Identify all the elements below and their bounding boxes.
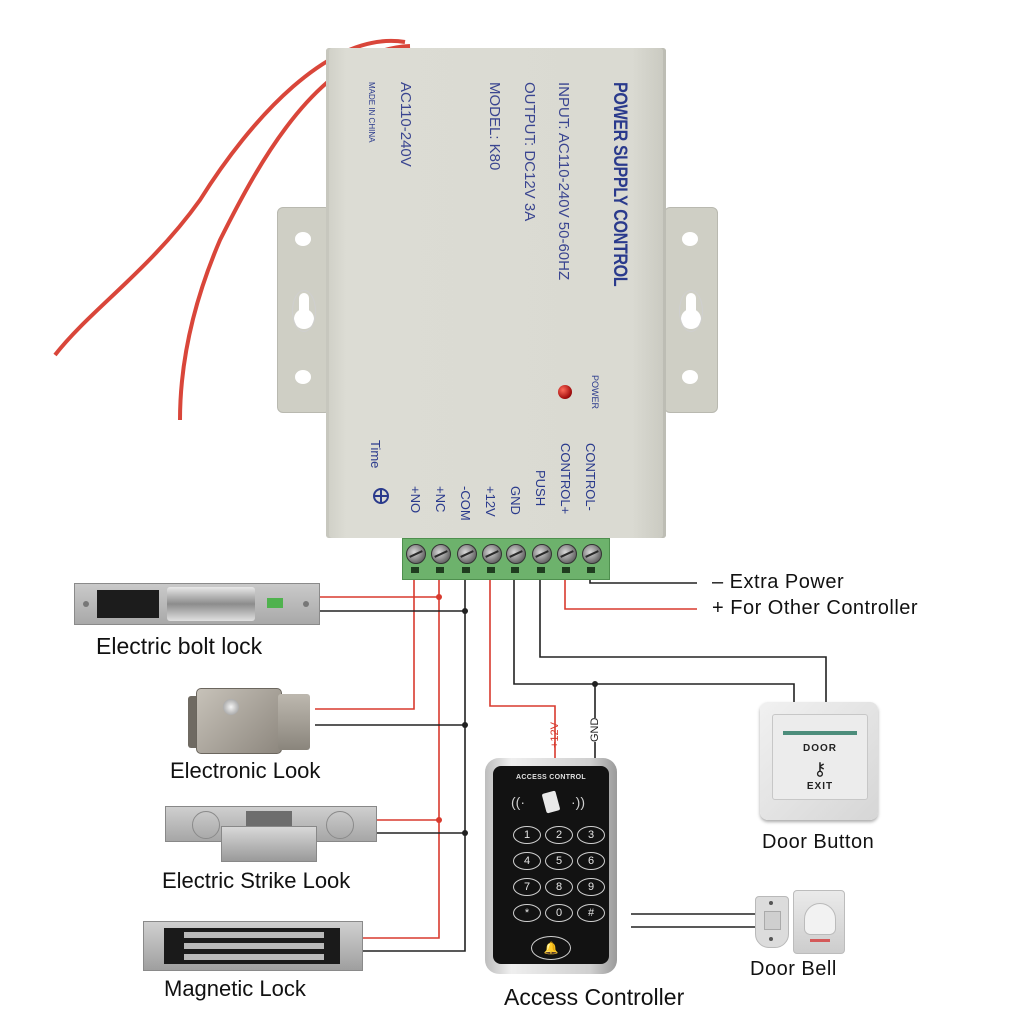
keypad-key-0[interactable]: 0 (545, 904, 573, 922)
doorbell-chime (793, 890, 845, 954)
rfid-wave-left-icon: ((· (511, 794, 525, 810)
wire-nc (360, 570, 440, 939)
junction-dot (462, 830, 468, 836)
electric-bolt-lock (74, 583, 320, 625)
terminal-label-nc: +NC (433, 486, 448, 513)
wire-tag-12v: +12V (549, 722, 561, 748)
keypad-brand: ACCESS CONTROL (516, 774, 586, 781)
keypad-key-4[interactable]: 4 (513, 852, 541, 870)
mounting-bracket-left (277, 207, 331, 413)
magnetic-lock (143, 921, 363, 971)
doorbell-push-button (755, 896, 789, 948)
wire-12v (489, 570, 556, 758)
junction-dot (592, 681, 598, 687)
key-icon: ⚷ (813, 759, 827, 779)
wire-tag-gnd: GND (589, 717, 601, 742)
terminal-label-no: +NO (408, 486, 423, 514)
terminal-screw-nc[interactable] (431, 544, 451, 564)
junction-dot (436, 594, 442, 600)
terminal-label-control-plus: CONTROL+ (558, 443, 573, 515)
keypad-key-3[interactable]: 3 (577, 826, 605, 844)
electronic-lock-label: Electronic Look (170, 758, 321, 783)
psu-origin: MADE IN CHINA (367, 82, 376, 143)
electronic-lock (188, 688, 314, 754)
psu-model: MODEL: K80 (486, 82, 503, 171)
keypad-key-star[interactable]: * (513, 904, 541, 922)
terminal-label-control-minus: CONTROL- (583, 443, 598, 511)
terminal-label-gnd: GND (508, 486, 523, 515)
wire-push (539, 570, 827, 702)
keypad-key-8[interactable]: 8 (545, 878, 573, 896)
wire-com (360, 570, 466, 952)
junction-dot (462, 608, 468, 614)
terminal-screw-no[interactable] (406, 544, 426, 564)
terminal-screw-push[interactable] (532, 544, 552, 564)
time-label: Time (368, 440, 383, 469)
junction-dot (436, 817, 442, 823)
wire-control-plus (564, 570, 697, 610)
terminal-label-12v: +12V (483, 486, 498, 517)
electric-bolt-lock-label: Electric bolt lock (96, 633, 263, 659)
bell-icon (804, 903, 836, 935)
wire-no (315, 570, 415, 710)
mounting-bracket-right (664, 207, 718, 413)
power-led-label: POWER (590, 375, 600, 410)
psu-output-spec: OUTPUT: DC12V 3A (521, 82, 538, 222)
magnetic-lock-label: Magnetic Lock (164, 976, 306, 1001)
terminal-screw-control-plus[interactable] (557, 544, 577, 564)
access-controller-label: Access Controller (504, 984, 685, 1010)
psu-ac-rating: AC110-240V (397, 82, 414, 167)
power-supply-unit (326, 48, 666, 538)
rfid-wave-right-icon: ·)) (571, 794, 585, 810)
keypad-key-hash[interactable]: # (577, 904, 605, 922)
terminal-screw-gnd[interactable] (506, 544, 526, 564)
psu-input-spec: INPUT: AC110-240V 50-60HZ (555, 82, 572, 281)
keypad-key-5[interactable]: 5 (545, 852, 573, 870)
terminal-label-com: -COM (458, 486, 473, 521)
rfid-card-icon (541, 790, 561, 814)
electric-strike-lock (165, 806, 377, 862)
junction-dot (462, 722, 468, 728)
terminal-screw-12v[interactable] (482, 544, 502, 564)
door-button-label: Door Button (762, 831, 875, 853)
door-exit-button: DOOR ⚷ EXIT (760, 702, 878, 820)
door-button-bottom-text: EXIT (806, 781, 834, 792)
electric-strike-lock-label: Electric Strike Look (162, 868, 351, 893)
other-controller-label: + For Other Controller (712, 597, 919, 619)
time-adjust-icon (373, 482, 404, 510)
terminal-screw-control-minus[interactable] (582, 544, 602, 564)
terminal-label-push: PUSH (533, 470, 548, 507)
extra-power-label: – Extra Power (712, 571, 845, 593)
terminal-block (402, 538, 610, 580)
terminal-screw-com[interactable] (457, 544, 477, 564)
door-button-top-text: DOOR (803, 743, 837, 754)
wire-gnd (513, 570, 795, 702)
keypad-key-1[interactable]: 1 (513, 826, 541, 844)
power-led-icon (558, 385, 572, 399)
door-bell-label: Door Bell (750, 958, 837, 980)
keypad-key-6[interactable]: 6 (577, 852, 605, 870)
keypad-key-9[interactable]: 9 (577, 878, 605, 896)
access-controller-keypad: ACCESS CONTROL ((· ·)) 1 2 3 4 5 6 7 8 9… (485, 758, 617, 974)
keypad-key-2[interactable]: 2 (545, 826, 573, 844)
keypad-bell-icon[interactable]: 🔔 (531, 936, 571, 960)
keypad-key-7[interactable]: 7 (513, 878, 541, 896)
psu-title: POWER SUPPLY CONTROL (609, 82, 630, 287)
